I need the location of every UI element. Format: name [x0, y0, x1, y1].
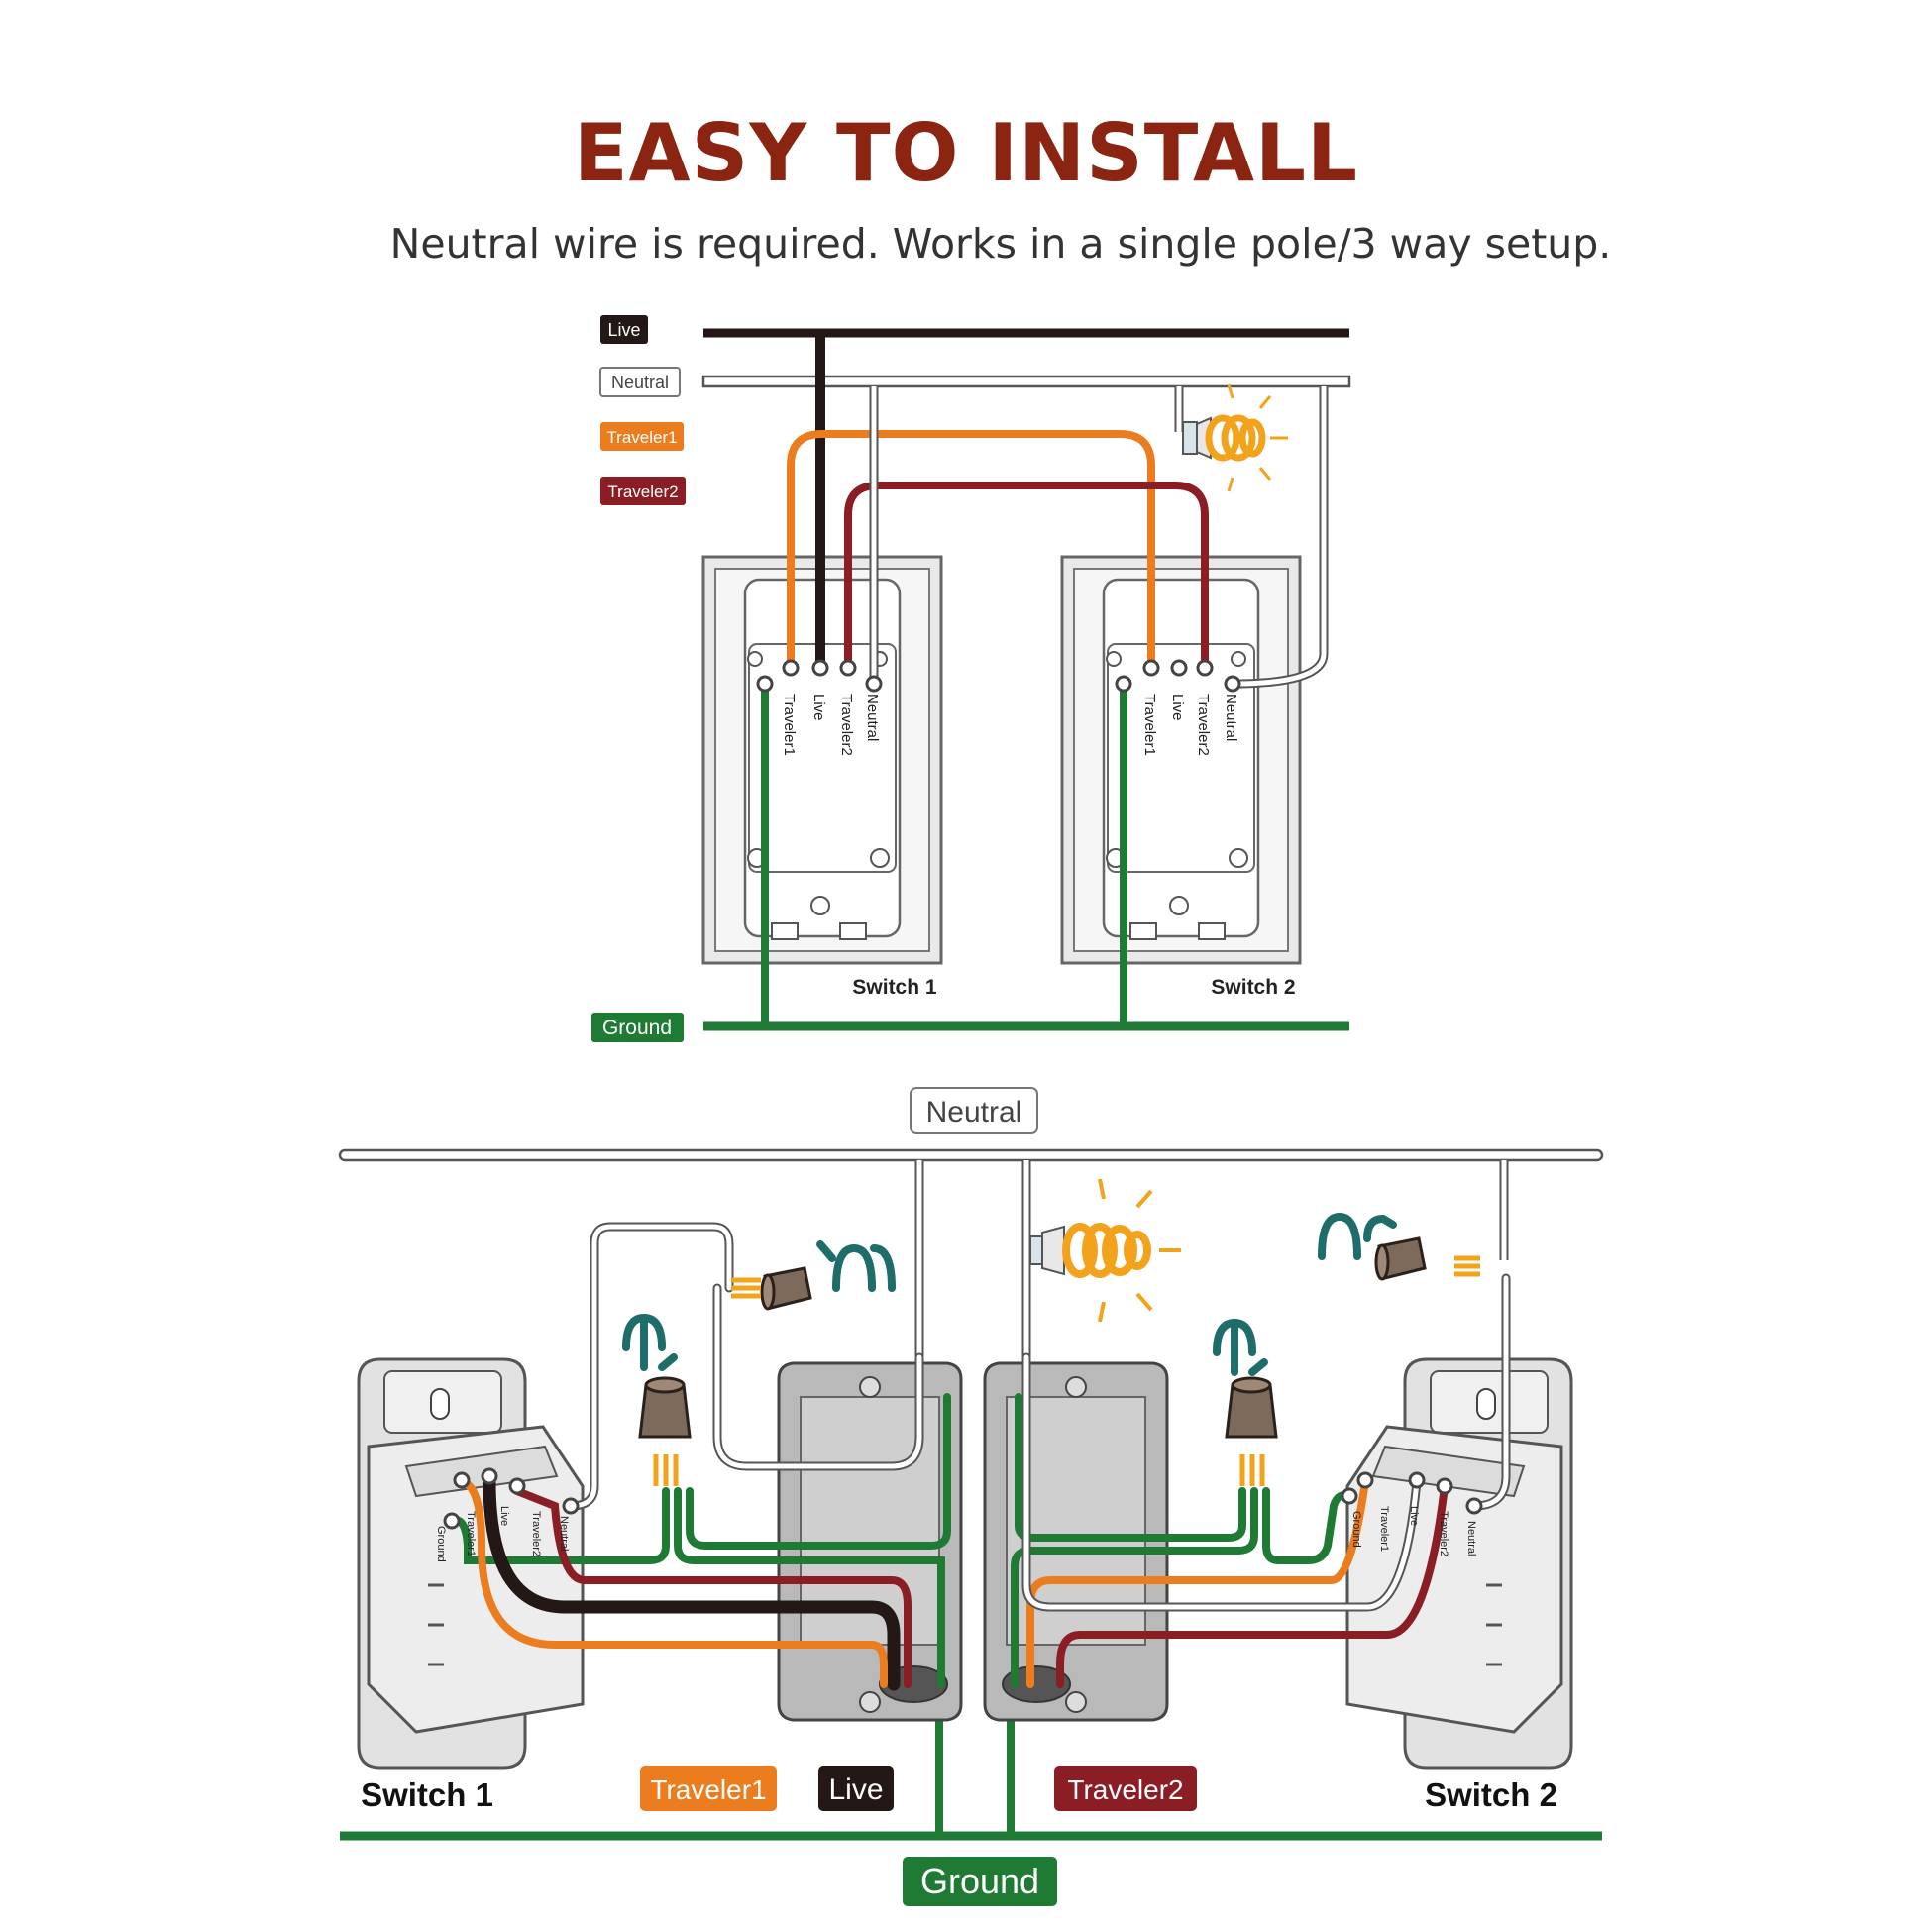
legend-live-label: Live [607, 320, 640, 340]
bottom-traveler2-label: Traveler2 [1067, 1774, 1183, 1805]
twist-arrow-icon [1213, 1318, 1268, 1376]
top-switch2-label: Switch 2 [1211, 976, 1295, 999]
terminal-label: Traveler1 [1378, 1506, 1390, 1552]
bottom-traveler1-tag: Traveler1 [640, 1766, 777, 1811]
bottom-live-tag: Live [818, 1766, 894, 1811]
legend-traveler1-label: Traveler1 [606, 428, 677, 447]
terminal-label: Traveler1 [465, 1511, 477, 1556]
wire-nut-icon [1225, 1376, 1278, 1439]
traveler2-wire [844, 482, 1209, 668]
switch2-device [1345, 1357, 1573, 1770]
legend-traveler2: Traveler2 [600, 477, 686, 505]
terminal-label: Live [1169, 694, 1186, 721]
legend-ground: Ground [591, 1013, 684, 1042]
wire-nut-icon [1374, 1236, 1427, 1281]
terminal-label: Traveler2 [530, 1511, 542, 1556]
bottom-switch2-label: Switch 2 [1425, 1776, 1557, 1813]
bottom-traveler1-label: Traveler1 [650, 1774, 766, 1805]
terminal-label: Ground [435, 1526, 447, 1562]
terminal-label: Live [1408, 1506, 1420, 1526]
bottom-switch1-label: Switch 1 [361, 1776, 493, 1813]
wire-nut-icon [760, 1266, 812, 1311]
terminal-label: Traveler1 [1141, 694, 1158, 756]
legend-ground-label: Ground [602, 1017, 672, 1039]
twist-arrow-icon [622, 1313, 678, 1371]
terminal-label: Live [498, 1506, 510, 1526]
bottom-traveler2-tag: Traveler2 [1054, 1766, 1197, 1811]
page-subtitle: Neutral wire is required. Works in a sin… [389, 220, 1612, 268]
legend-traveler2-label: Traveler2 [607, 483, 678, 501]
terminal-label: Traveler2 [838, 694, 855, 756]
terminal-label: Live [810, 694, 827, 721]
terminal-label: Ground [1350, 1511, 1362, 1548]
light-bulb-icon [1182, 383, 1288, 492]
bottom-ground-label: Ground [920, 1861, 1039, 1901]
terminal-label: Neutral [1223, 694, 1239, 741]
terminal-label: Neutral [558, 1516, 570, 1551]
twist-arrow-icon [816, 1240, 896, 1292]
neutral-wire-s2 [1232, 386, 1327, 687]
top-diagram: Traveler1 Live Traveler2 Neutral Travele… [591, 315, 1351, 1042]
bottom-diagram: Ground Traveler1 Live Traveler2 Neutral … [338, 1087, 1604, 1906]
top-switch1-label: Switch 1 [852, 976, 937, 999]
switch1-terminals [756, 659, 883, 693]
neutral-bus [701, 375, 1351, 388]
switch2-terminals [1115, 659, 1241, 693]
switch1-device [357, 1357, 585, 1770]
neutral-bus-bottom [338, 1148, 1604, 1162]
light-bulb-icon [1029, 1178, 1181, 1323]
bottom-live-label: Live [828, 1773, 883, 1806]
terminal-label: Traveler1 [781, 694, 798, 756]
page-title: EASY TO INSTALL [574, 107, 1358, 199]
twist-arrow-icon [1318, 1212, 1397, 1260]
switch2-plate [1060, 555, 1302, 965]
wire-nut-icon [638, 1376, 692, 1439]
terminal-label: Traveler2 [1195, 694, 1212, 756]
terminal-label: Neutral [864, 694, 881, 741]
traveler1-wire [787, 430, 1155, 668]
terminal-label: Traveler2 [1438, 1511, 1449, 1556]
terminal-label: Neutral [1465, 1521, 1477, 1556]
bottom-ground-tag: Ground [903, 1857, 1057, 1906]
legend-live: Live [600, 315, 648, 344]
legend-traveler1: Traveler1 [600, 422, 684, 451]
legend-neutral-label: Neutral [611, 373, 669, 392]
bottom-neutral-label: Neutral [926, 1096, 1022, 1128]
bottom-neutral-tag: Neutral [910, 1087, 1038, 1134]
legend-neutral: Neutral [599, 367, 681, 397]
